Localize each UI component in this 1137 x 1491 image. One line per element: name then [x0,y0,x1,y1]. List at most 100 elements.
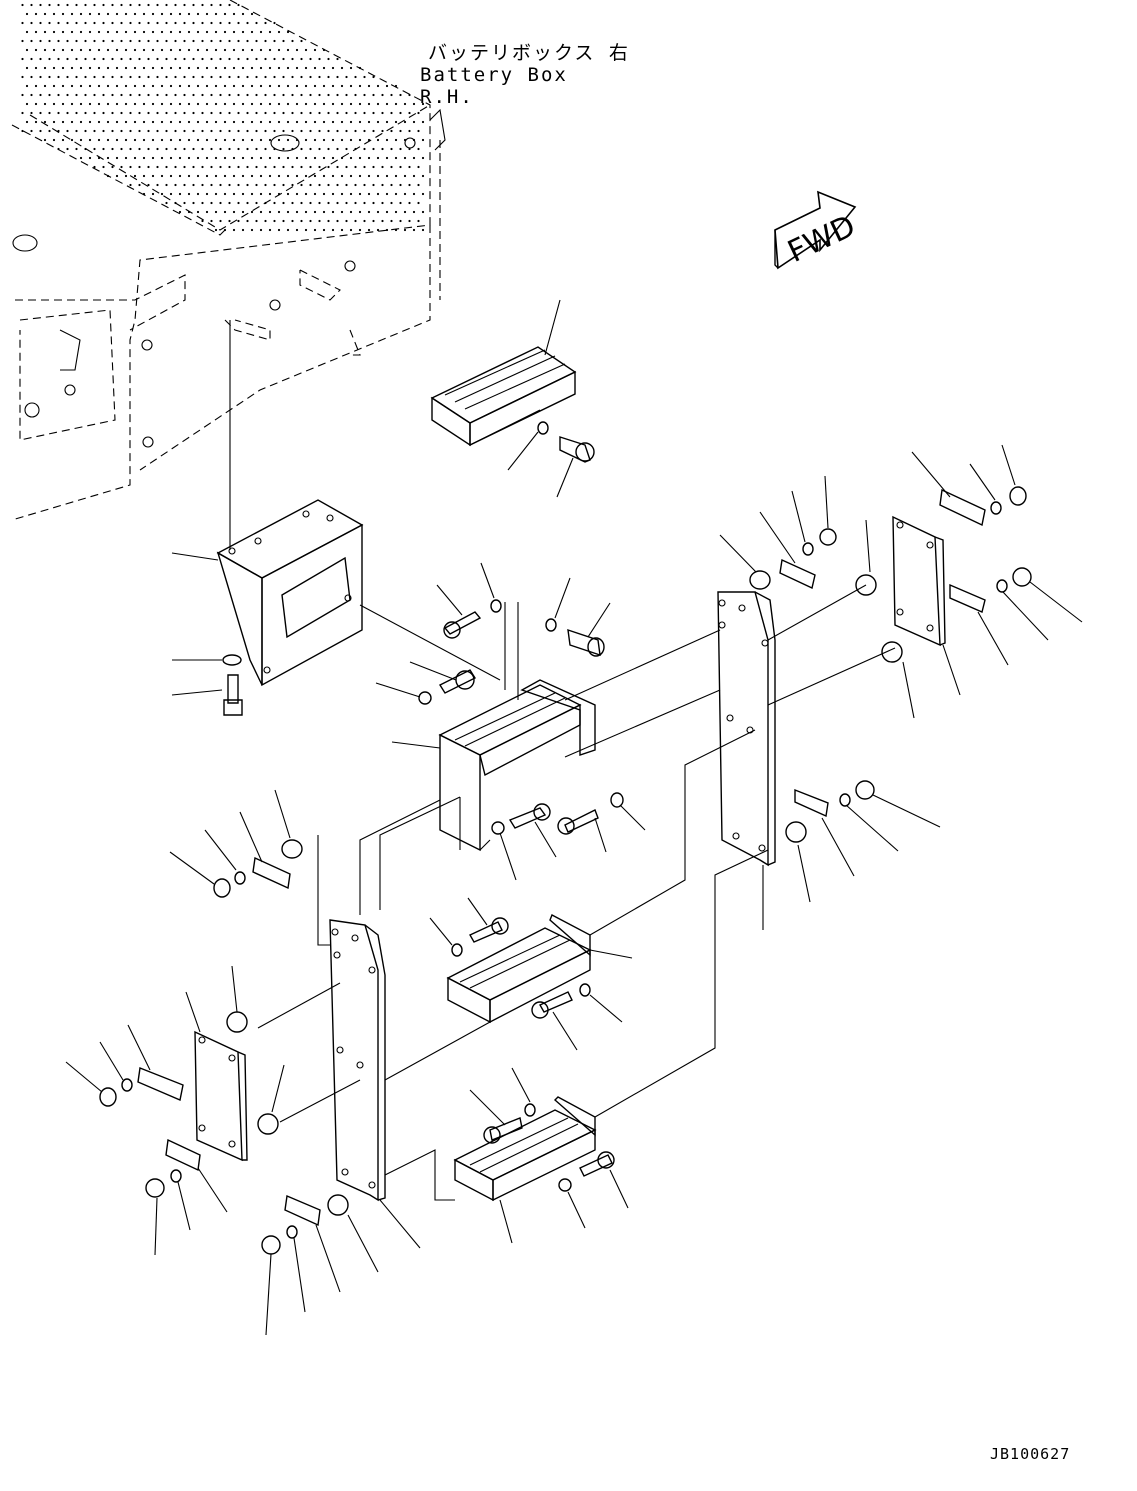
perforation-hole [174,165,177,169]
perforation-hole [30,57,33,61]
perforation-hole [142,12,146,16]
perforation-hole [151,120,155,124]
perforation-hole [241,210,245,214]
perforation-hole [156,3,159,7]
perforation-hole [129,57,132,61]
perforation-hole [309,201,312,205]
perforation-hole [259,48,263,52]
perforation-hole [142,174,146,178]
perforation-hole [304,228,308,232]
perforation-hole [97,30,101,34]
perforation-hole [358,210,362,214]
perforation-hole [241,12,245,16]
perforation-hole [52,12,56,16]
perforation-hole [223,192,227,196]
perforation-hole [237,165,240,169]
perforation-hole [313,156,317,160]
perforation-hole [282,219,285,223]
perforation-hole [174,183,177,187]
perforation-hole [88,84,92,88]
perforation-hole [367,102,371,106]
perforation-hole [300,201,303,205]
perforation-hole [232,192,236,196]
perforation-hole [133,120,137,124]
perforation-hole [255,93,258,97]
diagram-title-english: Battery Box R.H. [420,64,568,108]
perforation-hole [255,201,258,205]
perforation-hole [408,111,411,115]
perforation-hole [246,39,249,43]
perforation-hole [363,219,366,223]
perforation-hole [286,66,290,70]
perforation-hole [394,174,398,178]
perforation-hole [183,201,186,205]
perforation-hole [201,57,204,61]
perforation-hole [300,111,303,115]
perforation-hole [187,30,191,34]
perforation-hole [277,228,281,232]
perforation-hole [255,39,258,43]
perforation-hole [345,111,348,115]
perforation-hole [178,174,182,178]
perforation-hole [84,93,87,97]
perforation-hole [277,156,281,160]
perforation-hole [210,21,213,25]
perforation-hole [372,75,375,79]
perforation-hole [111,111,114,115]
perforation-hole [385,84,389,88]
perforation-hole [70,30,74,34]
perforation-hole [165,147,168,151]
perforation-hole [61,48,65,52]
perforation-hole [345,129,348,133]
perforation-hole [232,210,236,214]
perforation-hole [147,57,150,61]
perforation-hole [30,93,33,97]
perforation-hole [214,84,218,88]
perforation-hole [214,120,218,124]
perforation-hole [268,228,272,232]
perforation-hole [178,192,182,196]
perforation-hole [93,111,96,115]
perforation-hole [178,210,182,214]
perforation-hole [228,129,231,133]
perforation-hole [327,183,330,187]
perforation-hole [66,129,69,133]
perforation-hole [228,57,231,61]
perforation-hole [282,183,285,187]
perforation-hole [174,3,177,7]
perforation-hole [52,102,56,106]
perforation-hole [115,84,119,88]
perforation-hole [300,57,303,61]
perforation-hole [246,57,249,61]
perforation-hole [421,174,425,178]
perforation-hole [223,48,227,52]
perforation-hole [237,57,240,61]
perforation-hole [151,174,155,178]
perforation-hole [367,138,371,142]
perforation-hole [205,66,209,70]
perforation-hole [30,129,33,133]
perforation-hole [340,192,344,196]
perforation-hole [88,138,92,142]
perforation-hole [187,84,191,88]
perforation-hole [246,201,249,205]
perforation-hole [129,147,132,151]
perforation-hole [192,183,195,187]
perforation-hole [187,48,191,52]
perforation-hole [237,147,240,151]
perforation-hole [291,201,294,205]
perforation-hole [84,57,87,61]
perforation-hole [156,39,159,43]
perforation-hole [237,219,240,223]
perforation-hole [282,165,285,169]
perforation-hole [219,147,222,151]
perforation-hole [354,147,357,151]
perforation-hole [282,129,285,133]
perforation-hole [160,66,164,70]
perforation-hole [399,219,402,223]
perforation-hole [201,111,204,115]
perforation-hole [354,111,357,115]
perforation-hole [300,129,303,133]
perforation-hole [201,219,204,223]
